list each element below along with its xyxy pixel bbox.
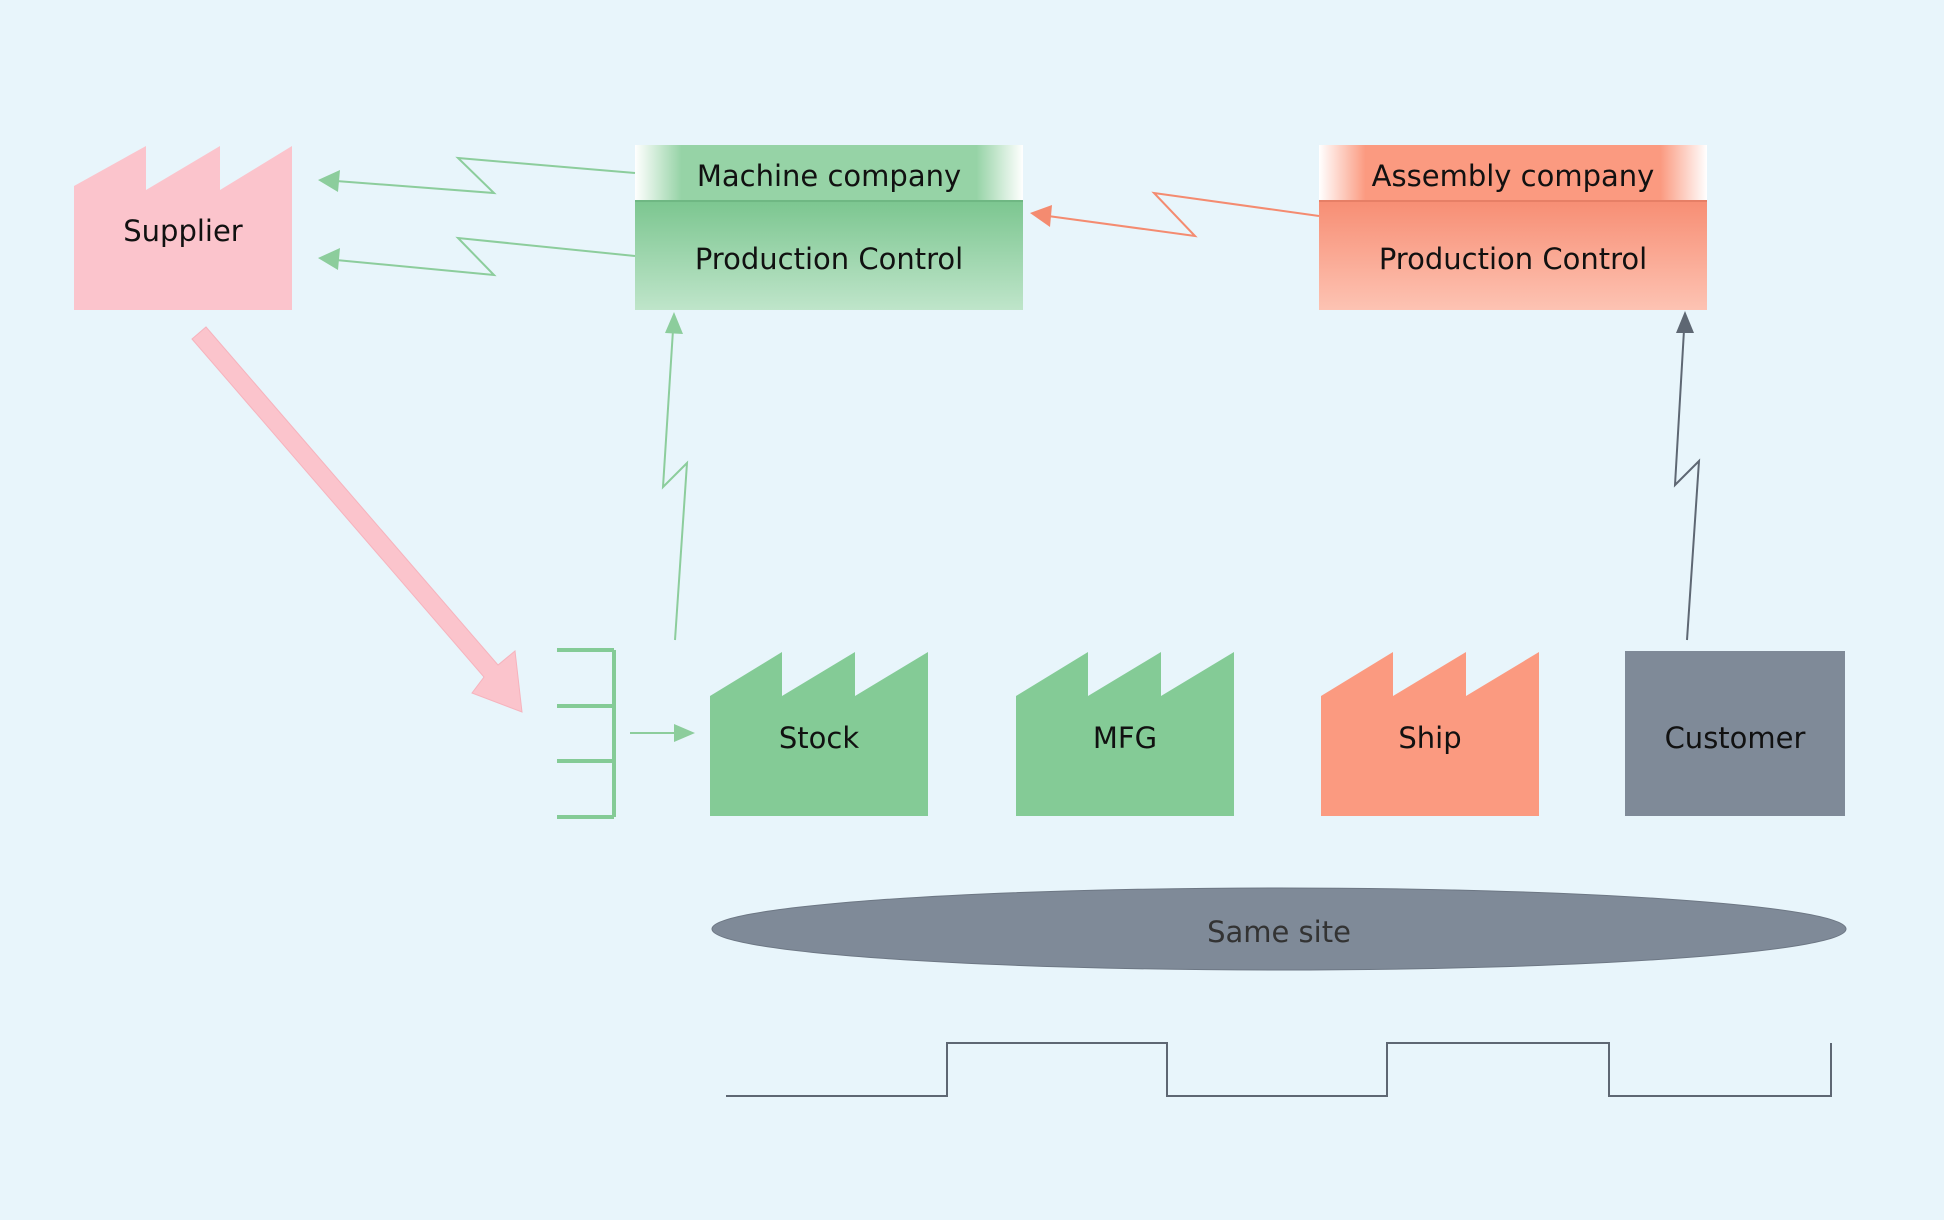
customer-box[interactable]: Customer [1625, 651, 1845, 816]
flow-arrow-to-stock [630, 724, 695, 742]
customer-box-shape [1625, 651, 1845, 816]
stock-factory[interactable]: Stock [710, 652, 928, 816]
assembly-company-box[interactable]: Assembly company Production Control [1319, 145, 1707, 310]
info-flow-machine-to-supplier-1 [318, 156, 636, 195]
assembly-company-header [1319, 145, 1707, 201]
arrowhead-icon [1676, 311, 1694, 333]
mfg-factory[interactable]: MFG [1016, 652, 1234, 816]
info-flow-stock-to-machine [661, 312, 689, 641]
arrowhead-icon [318, 248, 340, 270]
info-flow-assembly-to-machine [1030, 191, 1320, 238]
machine-company-box[interactable]: Machine company Production Control [635, 145, 1023, 310]
machine-production-control-label: Production Control [695, 242, 963, 276]
supplier-label: Supplier [123, 214, 243, 248]
arrowhead-icon [318, 170, 340, 192]
info-flow-machine-to-supplier-2 [318, 236, 636, 277]
mfg-label: MFG [1093, 721, 1157, 755]
assembly-production-control-label: Production Control [1379, 242, 1647, 276]
info-flow-customer-to-assembly [1673, 311, 1701, 641]
mfg-factory-shape [1016, 652, 1234, 816]
machine-company-body [635, 201, 1023, 310]
same-site-shape [711, 887, 1847, 971]
customer-label: Customer [1665, 721, 1806, 755]
stock-label: Stock [779, 721, 859, 755]
stock-factory-shape [710, 652, 928, 816]
supplier-factory[interactable]: Supplier [74, 146, 292, 310]
machine-company-title: Machine company [697, 159, 961, 193]
assembly-company-title: Assembly company [1372, 159, 1655, 193]
shipment-arrow-icon [191, 326, 523, 713]
supplier-factory-shape [74, 146, 292, 310]
ship-factory[interactable]: Ship [1321, 652, 1539, 816]
arrowhead-icon [1030, 205, 1052, 227]
arrowhead-icon [665, 312, 683, 334]
same-site-label: Same site [1207, 915, 1351, 949]
machine-company-header [635, 145, 1023, 201]
ship-label: Ship [1398, 721, 1461, 755]
arrowhead-icon [674, 724, 695, 742]
timeline-icon [726, 1042, 1832, 1097]
same-site-ellipse[interactable]: Same site [711, 887, 1847, 971]
assembly-company-body [1319, 201, 1707, 310]
ship-factory-shape [1321, 652, 1539, 816]
supermarket-icon [557, 648, 616, 819]
